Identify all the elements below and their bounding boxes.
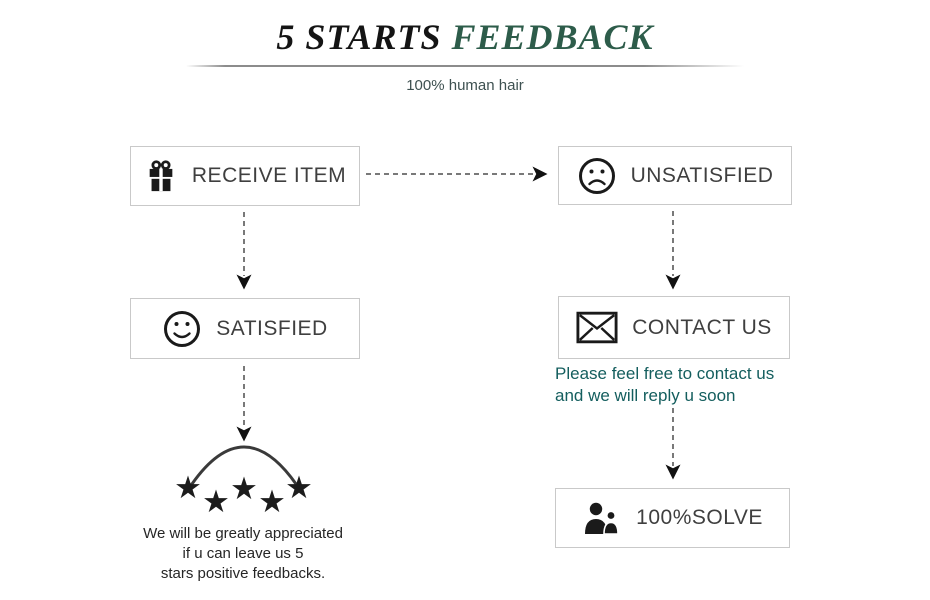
title-black-part: 5 STARTS [276,17,452,57]
receive-item-label: RECEIVE ITEM [191,164,347,187]
title-green-part: FEEDBACK [451,17,654,57]
smiley-face-icon [164,310,201,347]
contact-us-box: CONTACT US [558,296,790,359]
star-icon [232,476,256,500]
people-icon [585,502,619,535]
subtitle: 100% human hair [406,77,524,94]
envelope-icon [576,311,618,344]
star-icon [204,489,228,513]
page-title: 5 STARTS FEEDBACK [0,16,930,58]
contact-note-line1: Please feel free to contact us [555,364,775,383]
stars-note: We will be greatly appreciated if u can … [118,524,368,584]
five-stars-arc [176,445,311,513]
contact-us-label: CONTACT US [632,315,772,339]
satisfied-box: SATISFIED [130,298,360,359]
stars-arc-curve [190,445,298,486]
star-icon [260,489,284,513]
receive-item-box: RECEIVE ITEM [130,146,360,206]
contact-note: Please feel free to contact us and we wi… [555,363,815,407]
title-divider [186,65,744,67]
satisfied-label: SATISFIED [216,316,328,340]
sad-face-icon [578,157,615,194]
star-icon [287,475,311,499]
contact-note-line2: and we will reply u soon [555,386,736,405]
solve-box: 100%SOLVE [555,488,790,548]
unsatisfied-box: UNSATISFIED [558,146,792,205]
solve-label: 100%SOLVE [636,506,763,529]
unsatisfied-label: UNSATISFIED [630,163,774,187]
star-icon [176,475,200,499]
stars-note-line3: stars positive feedbacks. [160,565,326,582]
stars-note-line1: We will be greatly appreciated [143,525,343,542]
stars-note-line2: if u can leave us 5 [182,545,304,562]
gift-icon [149,160,173,192]
